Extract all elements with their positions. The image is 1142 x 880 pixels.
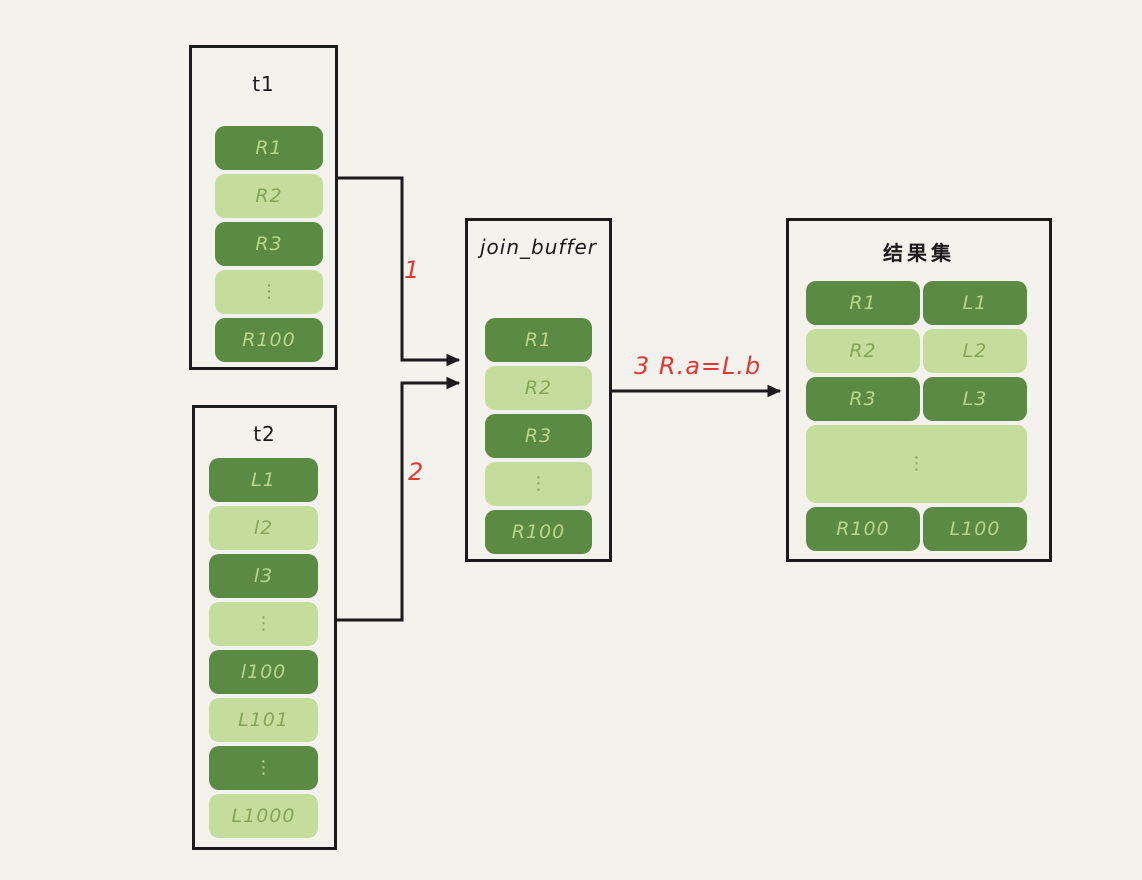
buffer-row: R1: [485, 318, 592, 362]
result-row: R3 L3: [806, 377, 1027, 421]
ellipsis-row-label: ⋮: [254, 613, 273, 634]
step-label-3-condition: 3 R.a=L.b: [634, 352, 762, 380]
result-cell-left: R3: [806, 377, 920, 421]
row-label: R3: [524, 425, 553, 447]
table-row: l100: [209, 650, 318, 694]
result-cell-right: L3: [923, 377, 1027, 421]
table-t1-title: t1: [252, 72, 275, 96]
row-label: R2: [524, 377, 553, 399]
result-row: R1 L1: [806, 281, 1027, 325]
row-label: R100: [242, 329, 296, 351]
result-set-title: 结果集: [883, 241, 955, 265]
buffer-row: R2: [485, 366, 592, 410]
arrow-t1-to-joinbuffer: [338, 176, 461, 367]
result-cell-left: R1: [806, 281, 920, 325]
buffer-row: R3: [485, 414, 592, 458]
table-row: R100: [215, 318, 323, 362]
row-label: l2: [253, 517, 274, 539]
table-row: L1000: [209, 794, 318, 838]
result-cell-left: R100: [806, 507, 920, 551]
table-row: ⋮: [215, 270, 323, 314]
row-label: L1: [251, 469, 276, 491]
result-row: R100 L100: [806, 507, 1027, 551]
join-buffer: join_buffer R1 R2 R3 ⋮ R100: [465, 218, 612, 562]
table-t2-title: t2: [253, 422, 276, 446]
ellipsis-row-label: ⋮: [260, 281, 278, 302]
table-t2-rows: L1 l2 l3 ⋮ l100 L101 ⋮ L1000: [209, 458, 318, 838]
ellipsis-row-label: ⋮: [254, 757, 273, 778]
table-row: R3: [215, 222, 323, 266]
join-buffer-title: join_buffer: [479, 235, 597, 259]
ellipsis-row-label: ⋮: [529, 473, 548, 494]
buffer-row: R100: [485, 510, 592, 554]
row-label: l3: [253, 565, 274, 587]
table-t2: t2 L1 l2 l3 ⋮ l100 L101 ⋮ L1000: [192, 405, 337, 850]
row-label: R100: [511, 521, 566, 543]
result-cell-left: R2: [806, 329, 920, 373]
row-label: L101: [238, 709, 289, 731]
step-label-1: 1: [404, 256, 421, 284]
row-label: R1: [524, 329, 553, 351]
row-label: R3: [255, 233, 283, 255]
step-label-2: 2: [408, 458, 425, 486]
row-label: l100: [240, 661, 287, 683]
result-cell-right: L100: [923, 507, 1027, 551]
join-buffer-rows: R1 R2 R3 ⋮ R100: [485, 318, 592, 554]
result-set: 结果集 R1 L1 R2 L2 R3 L3 ⋮ R100 L100: [786, 218, 1052, 562]
table-row: ⋮: [209, 746, 318, 790]
ellipsis-row-label: ⋮: [907, 453, 926, 474]
result-cell-right: L2: [923, 329, 1027, 373]
table-t1-rows: R1 R2 R3 ⋮ R100: [215, 126, 323, 362]
table-t1: t1 R1 R2 R3 ⋮ R100: [189, 45, 338, 370]
result-row: R2 L2: [806, 329, 1027, 373]
result-ellipsis-row: ⋮: [806, 425, 1027, 503]
row-label: R1: [255, 137, 283, 159]
table-row: l3: [209, 554, 318, 598]
table-row: R1: [215, 126, 323, 170]
table-row: L1: [209, 458, 318, 502]
table-row: ⋮: [209, 602, 318, 646]
result-set-rows: R1 L1 R2 L2 R3 L3 ⋮ R100 L100: [806, 281, 1027, 551]
arrow-t2-to-joinbuffer: [337, 376, 461, 622]
table-row: L101: [209, 698, 318, 742]
row-label: R2: [255, 185, 283, 207]
table-row: R2: [215, 174, 323, 218]
row-label: L1000: [231, 805, 296, 827]
table-row: l2: [209, 506, 318, 550]
result-cell-right: L1: [923, 281, 1027, 325]
buffer-row: ⋮: [485, 462, 592, 506]
